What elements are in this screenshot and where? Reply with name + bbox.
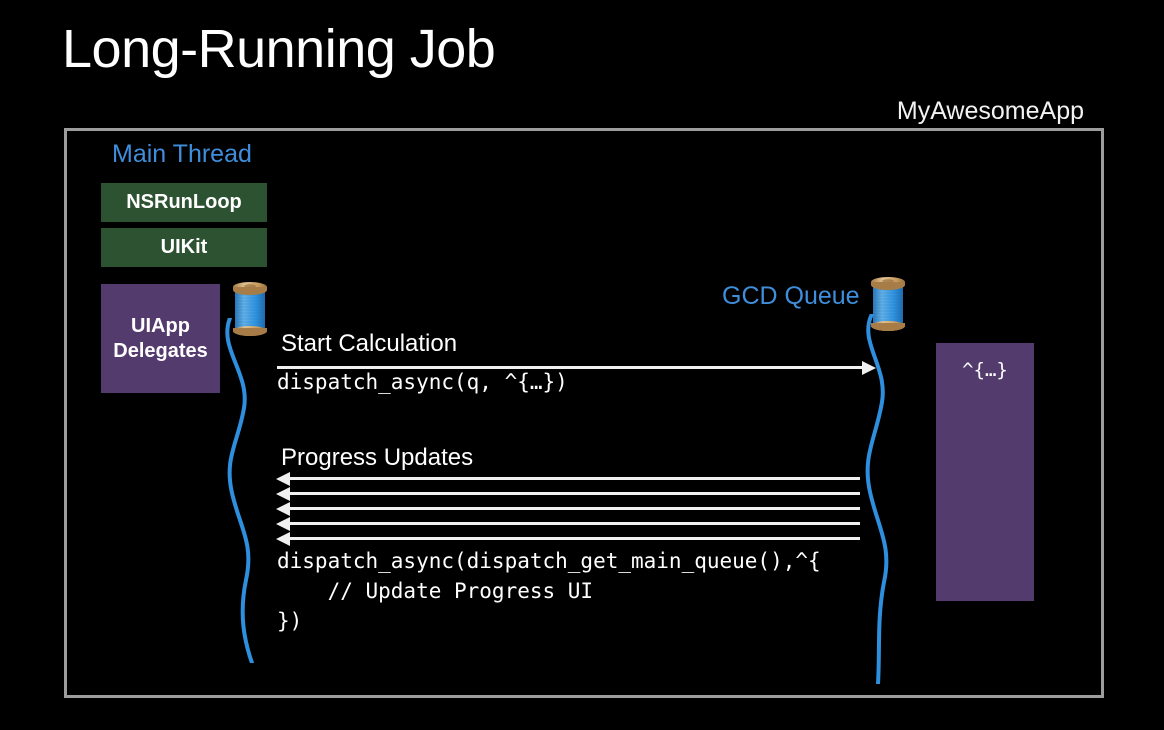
stack-box-uiapp-delegates-line2: Delegates <box>113 339 208 362</box>
page-title: Long-Running Job <box>62 19 496 79</box>
stack-box-uiapp-delegates-line1: UIApp <box>131 315 190 338</box>
message-label-start-calculation: Start Calculation <box>281 330 458 357</box>
thread-spool-icon <box>871 277 905 331</box>
arrow-line-progress-update <box>288 477 860 480</box>
app-container-box <box>64 128 1104 698</box>
arrow-head-left <box>276 517 290 531</box>
code-progress-updates: dispatch_async(dispatch_get_main_queue()… <box>277 549 821 633</box>
main-thread-label: Main Thread <box>112 140 252 168</box>
arrow-line-progress-update <box>288 537 860 540</box>
thread-spool-icon <box>233 282 267 336</box>
arrow-line-start-calculation <box>277 366 865 369</box>
arrow-head-left <box>276 532 290 546</box>
stack-box-gcd-block-label: ^{…} <box>962 359 1008 381</box>
stack-box-nsrunloop-label: NSRunLoop <box>126 191 242 213</box>
stack-box-gcd-block: ^{…} <box>936 343 1034 601</box>
code-start-calculation: dispatch_async(q, ^{…}) <box>277 370 568 394</box>
arrow-line-progress-update <box>288 507 860 510</box>
stack-box-uikit: UIKit <box>101 228 267 267</box>
arrow-line-progress-update <box>288 492 860 495</box>
arrow-head-left <box>276 472 290 486</box>
arrow-head-left <box>276 487 290 501</box>
stack-box-uikit-label: UIKit <box>160 236 208 258</box>
arrow-head-right <box>862 361 876 375</box>
stack-box-nsrunloop: NSRunLoop <box>101 183 267 222</box>
app-container-label: MyAwesomeApp <box>896 97 1084 125</box>
arrow-head-left <box>276 502 290 516</box>
message-label-progress-updates: Progress Updates <box>281 444 474 471</box>
arrow-line-progress-update <box>288 522 860 525</box>
gcd-queue-label: GCD Queue <box>722 282 860 310</box>
stack-box-uiapp-delegates: UIApp Delegates <box>101 284 220 393</box>
